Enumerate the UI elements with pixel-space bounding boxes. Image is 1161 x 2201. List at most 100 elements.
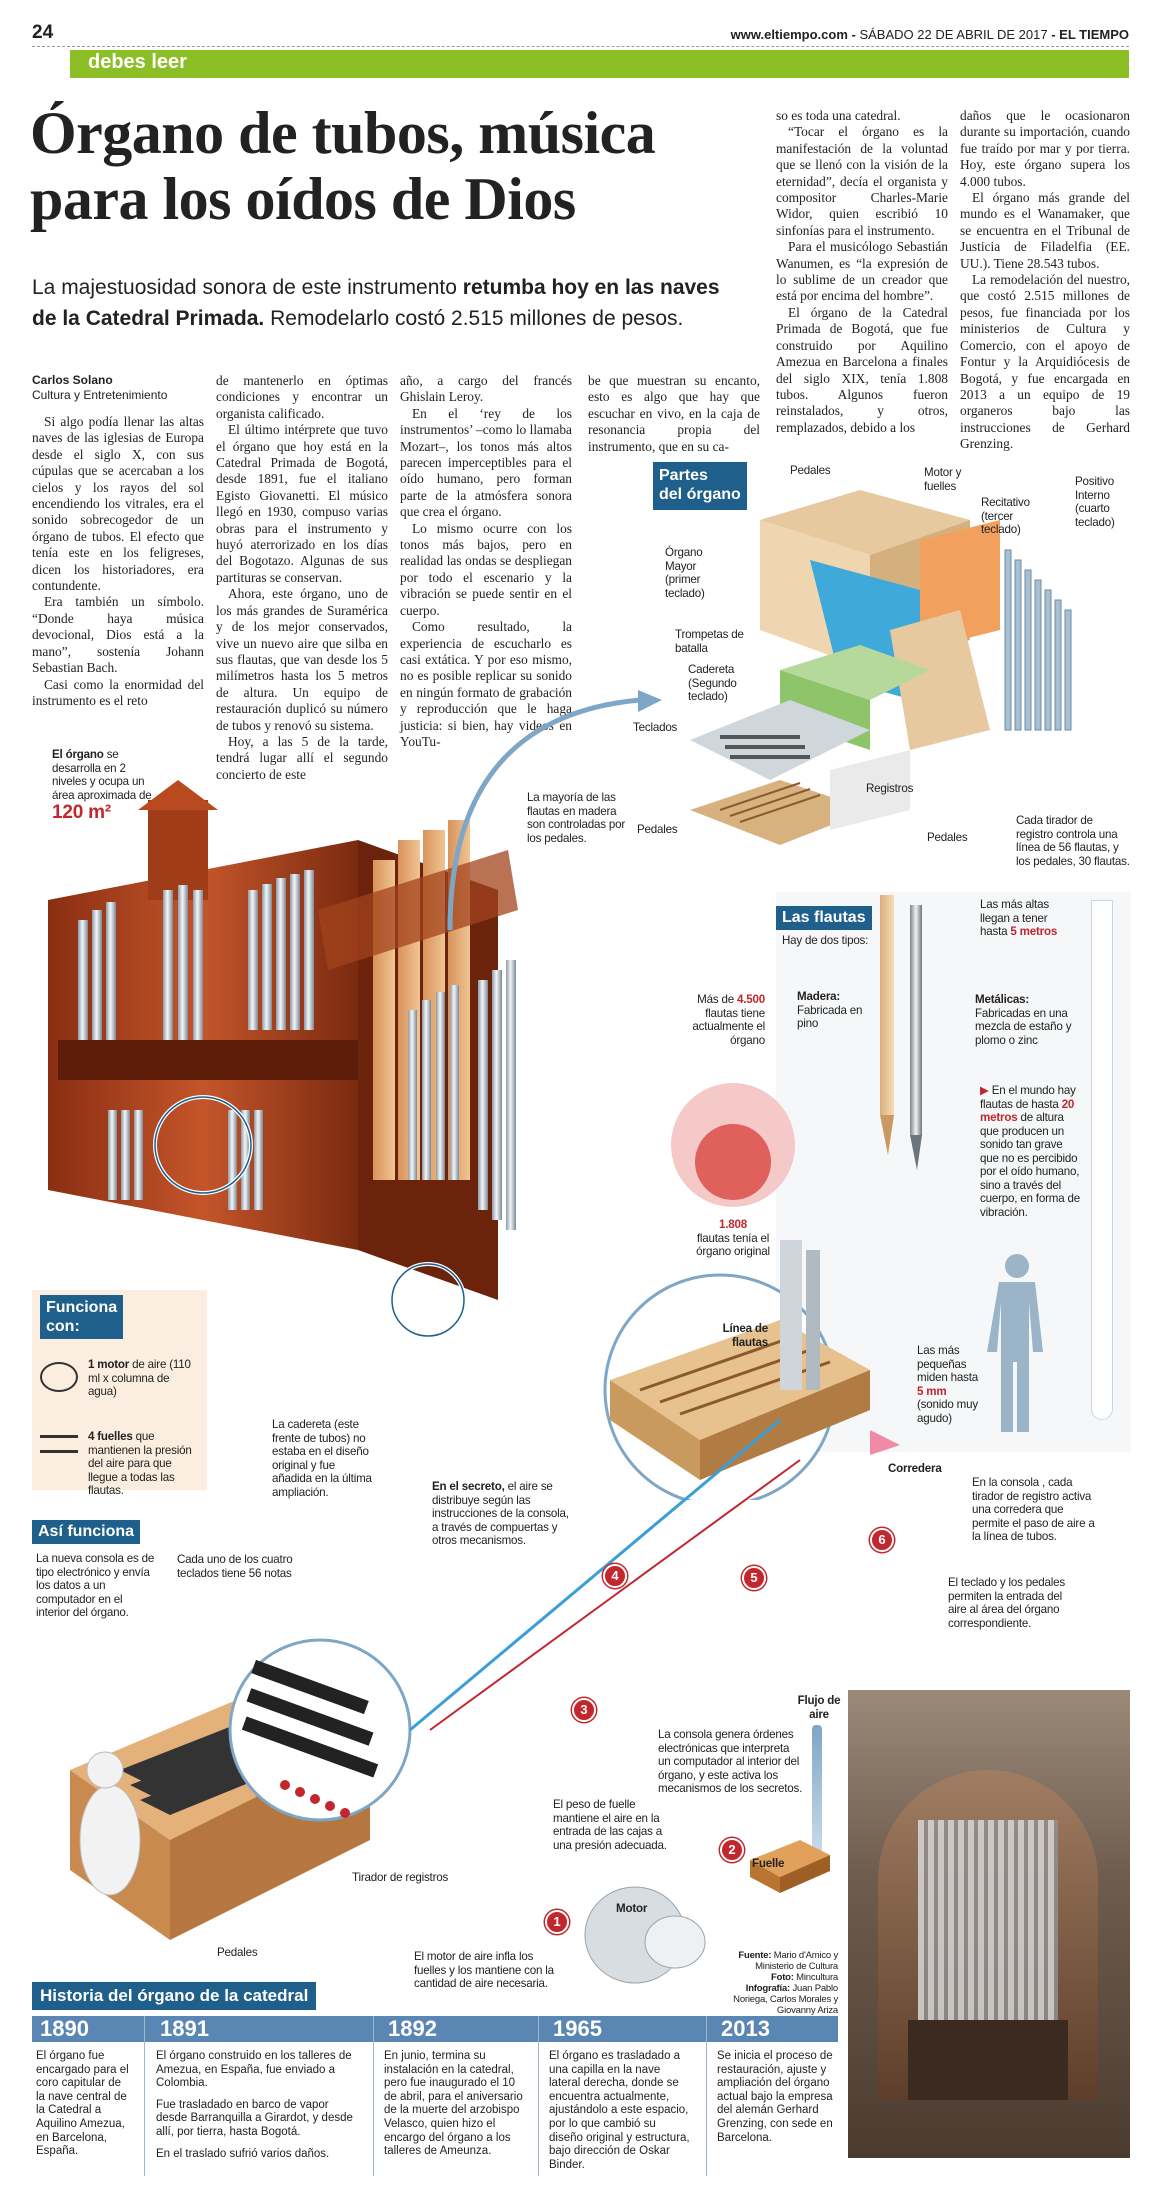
label-positivo: Positivo Interno (cuarto teclado) — [1075, 475, 1115, 529]
body-col-6: daños que le ocasionaron durante su impo… — [960, 108, 1130, 452]
cuatro-note: Cada uno de los cuatro teclados tiene 56… — [177, 1553, 293, 1580]
paper-name: EL TIEMPO — [1059, 27, 1129, 42]
corredera-note: En la consola , cada tirador de registro… — [972, 1476, 1095, 1543]
cathedral-photo — [848, 1690, 1130, 2158]
tirador-label: Tirador de registros — [352, 1871, 449, 1884]
body-col-5: so es toda una catedral. “Tocar el órgan… — [776, 108, 948, 435]
year-1891: 1891 — [152, 2016, 367, 2042]
consola-note: La nueva consola es de tipo electrónico … — [36, 1552, 155, 1619]
year-1890: 1890 — [32, 2016, 137, 2042]
year-2013: 2013 — [713, 2016, 838, 2042]
linea-label: Línea de flautas — [722, 1322, 769, 1349]
arrow-curve — [447, 690, 662, 931]
organ-parts-diagram — [690, 490, 1072, 845]
step-4: 4 — [603, 1564, 627, 1588]
mundo-note: ▶ En el mundo hay flautas de hasta 20 me… — [980, 1084, 1080, 1219]
organ-illustration — [48, 780, 518, 1338]
headline-line2: para los oídos de Dios — [30, 166, 576, 232]
step-5: 5 — [742, 1566, 766, 1590]
label-trompetas: Trompetas de batalla — [675, 628, 744, 655]
fuelle-icon — [40, 1435, 78, 1453]
label-motor: Motor y fuelles — [924, 466, 962, 493]
teclado-note: El teclado y los pedales permiten la ent… — [948, 1576, 1066, 1630]
motor-illustration — [584, 1886, 706, 1984]
corredera-label: Corredera — [888, 1462, 942, 1475]
flautas-sub: Hay de dos tipos: — [782, 934, 869, 947]
signal-lines — [409, 1418, 801, 1732]
flute-scale-bar — [1091, 900, 1113, 1420]
motor-label: Motor — [616, 1902, 648, 1915]
asi-title: Así funciona — [32, 1520, 141, 1544]
cadereta-note: La cadereta (este frente de tubos) no es… — [272, 1418, 372, 1499]
year-1892: 1892 — [380, 2016, 530, 2042]
headline: Órgano de tubos, música para los oídos d… — [30, 100, 790, 232]
timeline-divider-3 — [538, 2016, 539, 2176]
label-pedales-bottom: Pedales — [637, 823, 678, 836]
timeline-divider-2 — [373, 2016, 374, 2176]
historia-title: Historia del órgano de la catedral — [32, 1982, 317, 2010]
step-3: 3 — [572, 1698, 596, 1722]
byline: Carlos Solano Cultura y Entretenimiento — [32, 373, 167, 403]
human-silhouette — [987, 1254, 1043, 1432]
site-link[interactable]: www.eltiempo.com — [730, 27, 848, 42]
count-note: Más de 4.500 flautas tiene actualmente e… — [692, 993, 765, 1047]
air-flow-arrow — [812, 1725, 822, 1865]
timeline-item-1890: 1890 El órgano fue encargado para el cor… — [32, 2016, 137, 2159]
timeline-item-1965: 1965 El órgano es trasladado a una capil… — [545, 2016, 695, 2172]
section-band — [70, 50, 1129, 78]
console-illustration — [70, 1638, 412, 1940]
altas-note: Las más altas llegan a tener hasta 5 met… — [980, 898, 1058, 938]
body-col-2: de mantenerlo en óptimas condiciones y e… — [216, 373, 388, 782]
area-value: 120 m² — [52, 802, 112, 823]
motor-icon — [40, 1362, 78, 1392]
label-organo-mayor: Órgano Mayor (primer teclado) — [665, 546, 705, 600]
flute-count-circles — [671, 1083, 795, 1207]
label-teclados: Teclados — [633, 721, 678, 734]
headline-line1: Órgano de tubos, música — [30, 100, 656, 166]
step-1: 1 — [545, 1910, 569, 1934]
label-pedales-right: Pedales — [927, 831, 968, 844]
section-tag: debes leer — [88, 51, 187, 73]
page-number: 24 — [32, 22, 54, 43]
peq-note: Las más pequeñas miden hasta 5 mm (sonid… — [917, 1344, 978, 1425]
author-section: Cultura y Entretenimiento — [32, 388, 168, 402]
pedal-note: La mayoría de las flautas en madera son … — [527, 791, 626, 845]
area-note: El órgano se desarrolla en 2 niveles y o… — [52, 748, 152, 823]
fuelle-note: El peso de fuelle mantiene el aire en la… — [553, 1798, 667, 1852]
funciona-motor: 1 motor de aire (110 ml x columna de agu… — [88, 1358, 191, 1398]
consola-ord-note: La consola genera órdenes electrónicas q… — [658, 1728, 803, 1795]
step-2: 2 — [720, 1838, 744, 1862]
masthead-line: www.eltiempo.com - SÁBADO 22 DE ABRIL DE… — [730, 27, 1129, 42]
issue-date: SÁBADO 22 DE ABRIL DE 2017 — [859, 27, 1048, 42]
label-recitativo: Recitativo (tercer teclado) — [981, 496, 1030, 536]
pedales-label: Pedales — [217, 1946, 258, 1959]
timeline-item-1891: 1891 El órgano construido en los tallere… — [152, 2016, 367, 2161]
label-pedales-top: Pedales — [790, 464, 831, 477]
label-cadereta: Cadereta (Segundo teclado) — [688, 663, 737, 703]
credits: Fuente: Mario d'Amico y Ministerio de Cu… — [733, 1950, 838, 2016]
year-1965: 1965 — [545, 2016, 695, 2042]
body-col-4: be que muestran su encanto, esto es algo… — [588, 373, 760, 454]
funciona-fuelles: 4 fuelles que mantienen la presión del a… — [88, 1430, 192, 1497]
step-6: 6 — [870, 1528, 894, 1552]
author: Carlos Solano — [32, 373, 113, 387]
body-col-1: Si algo podía llenar las altas naves de … — [32, 414, 204, 708]
secreto-note: En el secreto, el aire se distribuye seg… — [432, 1480, 569, 1547]
flujo-label: Flujo de aire — [797, 1694, 841, 1721]
timeline-item-2013: 2013 Se inicia el proceso de restauració… — [713, 2016, 838, 2145]
body-col-3: año, a cargo del francés Ghislain Leroy.… — [400, 373, 572, 749]
flute-pipes — [880, 895, 922, 1170]
label-tirador: Cada tirador de registro controla una lí… — [1016, 814, 1130, 868]
flautas-title: Las flautas — [776, 906, 872, 930]
timeline-divider-1 — [144, 2016, 145, 2176]
deck: La majestuosidad sonora de este instrume… — [32, 276, 720, 330]
motor-note: El motor de aire infla los fuelles y los… — [414, 1950, 554, 1990]
timeline-divider-4 — [706, 2016, 707, 2176]
metal-label: Metálicas:Fabricadas en una mezcla de es… — [975, 993, 1072, 1047]
fuelle-box — [750, 1840, 830, 1893]
header-divider — [32, 46, 1129, 47]
madera-label: Madera:Fabricada en pino — [797, 990, 863, 1030]
